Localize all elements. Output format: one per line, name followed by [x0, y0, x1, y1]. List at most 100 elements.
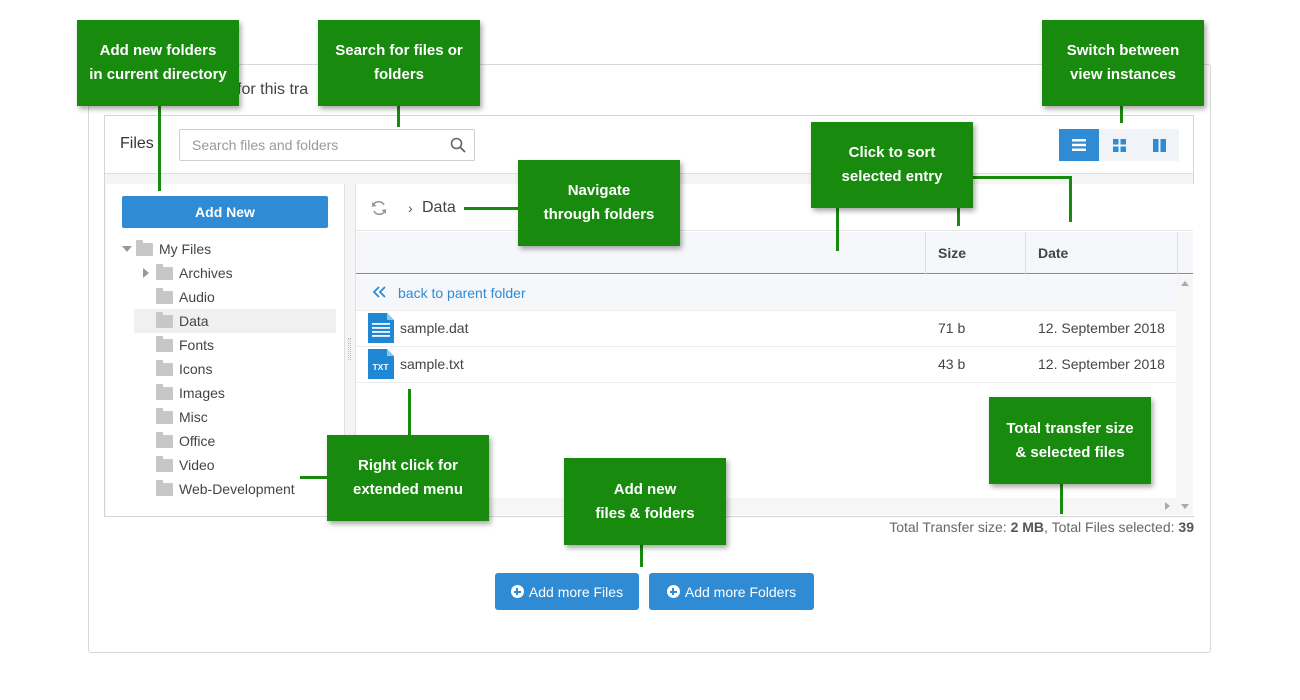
- columns-view-button[interactable]: [1139, 129, 1179, 161]
- caret-right-icon[interactable]: [143, 268, 149, 278]
- search-field[interactable]: [179, 129, 475, 161]
- callout-text: Total transfer size: [1006, 419, 1134, 437]
- tree-item-label: My Files: [159, 241, 212, 257]
- folder-icon: [156, 383, 173, 400]
- folder-icon: [156, 335, 173, 352]
- files-selected-count: 39: [1178, 519, 1194, 535]
- scroll-down-icon[interactable]: [1181, 504, 1189, 509]
- tree-item-audio[interactable]: Audio: [156, 285, 215, 309]
- tree-item-label: Office: [179, 433, 216, 449]
- grid-view-button[interactable]: [1099, 129, 1139, 161]
- file-date: 12. September 2018: [1038, 320, 1165, 336]
- grid-view-icon: [1112, 138, 1126, 152]
- folder-icon: [156, 287, 173, 304]
- callout-text: extended menu: [352, 481, 464, 498]
- callout-text: Right click for: [357, 457, 458, 474]
- caret-down-icon[interactable]: [122, 246, 132, 252]
- transfer-summary: Total Transfer size: 2 MB, Total Files s…: [889, 519, 1194, 535]
- add-new-button[interactable]: Add New: [122, 196, 328, 228]
- add-more-folders-button[interactable]: Add more Folders: [649, 573, 814, 610]
- total-size-label: Total Transfer size:: [889, 519, 1011, 535]
- file-date: 12. September 2018: [1038, 356, 1165, 372]
- card-title: for this tra: [237, 81, 309, 98]
- callout-text: in current directory: [89, 66, 227, 83]
- columns-view-icon: [1152, 138, 1166, 152]
- folder-icon: [156, 311, 173, 328]
- sidebar-resize-handle[interactable]: [348, 338, 351, 360]
- tree-item-archives[interactable]: Archives: [140, 261, 233, 285]
- double-chevron-left-icon: [372, 286, 386, 298]
- search-icon[interactable]: [450, 137, 466, 153]
- plus-circle-icon: [666, 585, 680, 598]
- add-more-files-label: Add more Files: [528, 583, 624, 600]
- callout-connector: [464, 207, 518, 210]
- callout-connector: [397, 105, 400, 127]
- tree-item-web-development[interactable]: Web-Development: [156, 477, 295, 501]
- tree-item-label: Web-Development: [179, 481, 295, 497]
- folder-icon: [156, 359, 173, 376]
- callout-connector: [640, 545, 643, 567]
- folder-icon: [156, 407, 173, 424]
- refresh-icon[interactable]: [369, 199, 389, 217]
- file-name[interactable]: sample.txt: [400, 356, 464, 372]
- files-selected-label: , Total Files selected:: [1044, 519, 1179, 535]
- vertical-scrollbar[interactable]: [1176, 275, 1193, 515]
- tree-item-office[interactable]: Office: [156, 429, 215, 453]
- file-size: 43 b: [938, 356, 966, 372]
- search-input[interactable]: [180, 130, 440, 160]
- folder-icon: [156, 263, 173, 280]
- table-row[interactable]: [356, 347, 1176, 383]
- callout-connector: [300, 476, 327, 479]
- column-divider[interactable]: [1177, 232, 1178, 274]
- files-label: Files: [120, 135, 154, 152]
- table-row[interactable]: [356, 311, 1176, 347]
- tree-item-my-files[interactable]: My Files: [120, 237, 211, 261]
- back-to-parent-link[interactable]: back to parent folder: [398, 285, 526, 301]
- document-icon: [368, 313, 394, 343]
- folder-icon: [156, 455, 173, 472]
- breadcrumb-current[interactable]: Data: [422, 199, 456, 216]
- column-header-date[interactable]: Date: [1038, 245, 1069, 261]
- tree-item-label: Video: [179, 457, 215, 473]
- column-divider[interactable]: [925, 232, 926, 274]
- folder-icon: [156, 479, 173, 496]
- callout-text: Add new: [613, 480, 677, 498]
- folder-icon: [156, 431, 173, 448]
- list-view-button[interactable]: [1059, 129, 1099, 161]
- tree-item-label: Images: [179, 385, 225, 401]
- tree-item-icons[interactable]: Icons: [156, 357, 212, 381]
- scroll-right-icon[interactable]: [1165, 502, 1170, 510]
- callout-connector: [972, 176, 1072, 179]
- column-header-size[interactable]: Size: [938, 245, 967, 261]
- tree-item-label: Data: [179, 313, 209, 329]
- breadcrumb-separator-icon: ›: [408, 200, 413, 216]
- file-size: 71 b: [938, 320, 966, 336]
- tree-item-label: Audio: [179, 289, 215, 305]
- tree-item-misc[interactable]: Misc: [156, 405, 208, 429]
- callout-text: files & folders: [595, 504, 695, 522]
- tree-item-fonts[interactable]: Fonts: [156, 333, 214, 357]
- callout-text: Search for files or: [335, 42, 463, 59]
- callout-text: view instances: [1070, 66, 1176, 83]
- tree-item-label: Misc: [179, 409, 208, 425]
- add-more-files-button[interactable]: Add more Files: [495, 573, 639, 610]
- folder-icon: [136, 239, 153, 256]
- column-header-row: [356, 232, 1193, 274]
- file-name[interactable]: sample.dat: [400, 320, 469, 336]
- column-divider[interactable]: [1025, 232, 1026, 274]
- scroll-up-icon[interactable]: [1181, 281, 1189, 286]
- callout-connector: [1060, 484, 1063, 514]
- back-to-parent-row[interactable]: [356, 275, 1176, 311]
- tree-item-label: Archives: [179, 265, 233, 281]
- tree-item-data[interactable]: Data: [134, 309, 336, 333]
- callout-text: Switch between: [1066, 42, 1180, 59]
- horizontal-scrollbar[interactable]: [356, 498, 1176, 515]
- callout-connector: [1069, 176, 1072, 222]
- tree-item-video[interactable]: Video: [156, 453, 215, 477]
- tree-item-images[interactable]: Images: [156, 381, 225, 405]
- callout-text: selected entry: [841, 168, 943, 185]
- plus-circle-icon: [510, 585, 524, 598]
- folder-sidebar: [106, 184, 345, 516]
